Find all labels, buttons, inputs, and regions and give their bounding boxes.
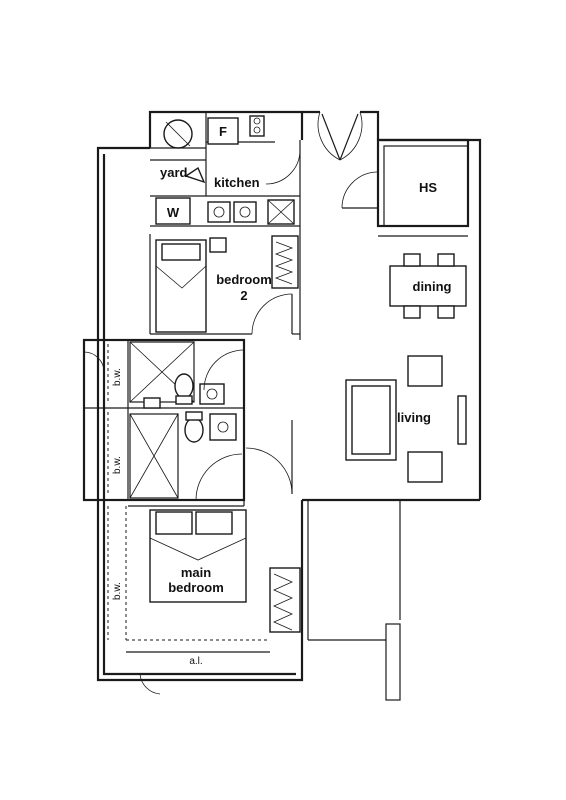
hob-icon [207,201,231,223]
annotation-bw-lower: b.w. [112,582,123,600]
annotation-al: a.l. [189,656,202,667]
household-shelter [341,138,470,237]
fridge-label: F [219,124,227,139]
tv-console-icon [457,395,467,445]
gas-meter-icon [184,166,206,184]
room-label-yard: yard [160,165,188,180]
room-label-main-bedroom-line2: bedroom [168,580,224,595]
shower-icon [129,341,195,403]
room-label-hs: HS [419,180,437,195]
armchair-icon [407,355,443,387]
washer-icon [155,197,191,225]
room-label-bedroom-2-line2: 2 [240,288,247,303]
toilet-icon [174,373,194,399]
room-label-dining: dining [413,279,452,294]
kitchen-area [150,112,301,340]
shower-icon-2 [129,413,179,499]
hob-icon-2 [233,201,257,223]
wardrobe-icon [271,235,299,289]
balcony [307,500,401,701]
room-label-kitchen: kitchen [214,175,260,190]
bay-windows [107,344,270,641]
fridge-icon [207,117,239,145]
basin-icon [199,383,225,405]
room-label-living: living [397,410,431,425]
main-entrance-door[interactable] [317,111,363,161]
toilet-icon-2 [184,417,204,443]
basin-icon-2 [209,413,237,441]
kitchen-door-swing [265,149,301,185]
main-bedroom [128,420,301,633]
room-label-main-bedroom-line1: main [181,565,211,580]
armchair-icon-2 [407,451,443,483]
dining-table [389,253,467,319]
bedroom-2-door-swing [251,293,293,335]
annotation-bw-middle: b.w. [112,456,123,474]
tap-icon [249,115,265,137]
bathrooms [82,338,246,502]
ledge-door-swing [139,673,161,695]
washer-label: W [167,205,180,220]
annotation-bw-upper: b.w. [112,368,123,386]
bedroom-2 [149,234,300,335]
living-area [345,355,467,483]
room-label-bedroom-2-line1: bedroom [216,272,272,287]
